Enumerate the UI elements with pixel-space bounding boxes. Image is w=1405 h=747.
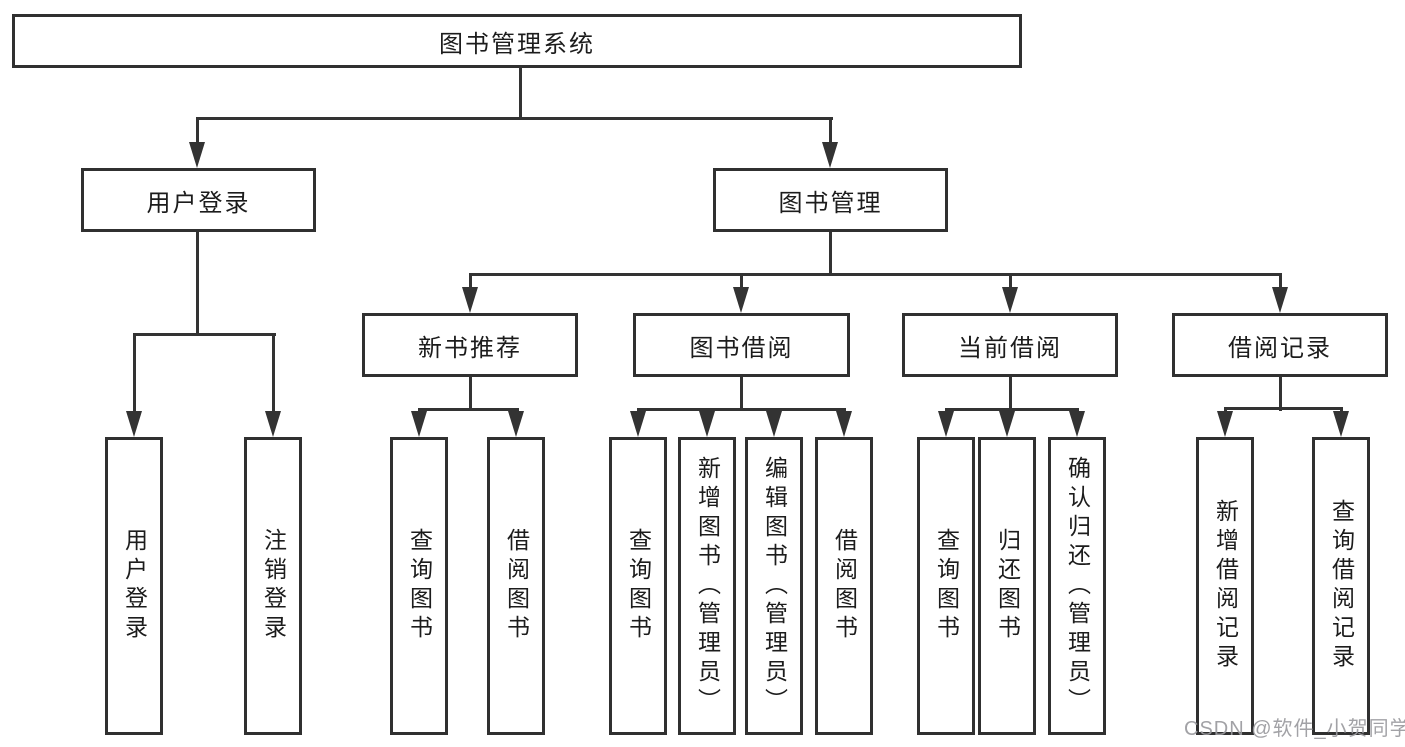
leaf-label: 查询图书 — [625, 528, 652, 644]
node-label: 新书推荐 — [418, 334, 522, 362]
connector-vline — [1009, 273, 1012, 291]
connector-vline — [519, 67, 522, 120]
arrow-down-icon — [411, 411, 427, 437]
arrow-down-icon — [189, 142, 205, 168]
node-book-borrowing: 图书借阅 — [633, 313, 850, 377]
leaf-add-borrow-record: 新增借阅记录 — [1196, 437, 1254, 735]
connector-vline — [196, 232, 199, 336]
leaf-borrow-books-borrowing: 借阅图书 — [815, 437, 873, 735]
connector-hline — [469, 273, 1282, 276]
connector-vline — [469, 377, 472, 411]
connector-vline — [1009, 377, 1012, 411]
leaf-query-books-borrowing: 查询图书 — [609, 437, 667, 735]
node-root-library-management-system: 图书管理系统 — [12, 14, 1022, 68]
connector-hline — [1224, 407, 1343, 410]
leaf-user-login: 用户登录 — [105, 437, 163, 735]
arrow-down-icon — [836, 411, 852, 437]
connector-hline — [945, 408, 1079, 411]
arrow-down-icon — [999, 411, 1015, 437]
connector-vline — [1279, 273, 1282, 291]
node-book-management: 图书管理 — [713, 168, 948, 232]
node-label: 图书管理 — [778, 189, 883, 217]
leaf-query-books-recommend: 查询图书 — [390, 437, 448, 735]
node-label: 图书管理系统 — [439, 30, 595, 58]
arrow-down-icon — [630, 411, 646, 437]
connector-vline — [829, 232, 832, 276]
arrow-down-icon — [126, 411, 142, 437]
leaf-label: 用户登录 — [121, 528, 148, 644]
leaf-label: 查询图书 — [933, 528, 960, 644]
arrow-down-icon — [699, 411, 715, 437]
connector-vline — [469, 273, 472, 291]
node-borrowing-records: 借阅记录 — [1172, 313, 1388, 377]
arrow-down-icon — [265, 411, 281, 437]
connector-hline — [637, 408, 846, 411]
connector-vline — [829, 117, 832, 147]
connector-vline — [740, 377, 743, 411]
arrow-down-icon — [1069, 411, 1085, 437]
connector-hline — [133, 333, 276, 336]
connector-vline — [196, 117, 199, 147]
connector-hline — [418, 408, 519, 411]
leaf-edit-book-admin: 编辑图书（管理员） — [745, 437, 803, 735]
arrow-down-icon — [938, 411, 954, 437]
connector-vline — [1279, 377, 1282, 411]
node-label: 借阅记录 — [1228, 334, 1332, 362]
node-current-borrowing: 当前借阅 — [902, 313, 1118, 377]
arrow-down-icon — [822, 142, 838, 168]
arrow-down-icon — [733, 287, 749, 313]
arrow-down-icon — [462, 287, 478, 313]
leaf-label: 借阅图书 — [503, 528, 530, 644]
node-label: 用户登录 — [146, 189, 251, 217]
leaf-query-borrow-record: 查询借阅记录 — [1312, 437, 1370, 735]
node-label: 图书借阅 — [689, 334, 794, 362]
arrow-down-icon — [1333, 411, 1349, 437]
arrow-down-icon — [508, 411, 524, 437]
leaf-label: 归还图书 — [994, 528, 1021, 644]
node-user-login: 用户登录 — [81, 168, 316, 232]
connector-vline — [133, 333, 136, 415]
leaf-query-books-current: 查询图书 — [917, 437, 975, 735]
connector-vline — [740, 273, 743, 291]
node-label: 当前借阅 — [958, 334, 1062, 362]
node-new-book-recommendation: 新书推荐 — [362, 313, 578, 377]
connector-vline — [272, 333, 275, 415]
connector-hline — [196, 117, 833, 120]
arrow-down-icon — [1217, 411, 1233, 437]
leaf-borrow-books-recommend: 借阅图书 — [487, 437, 545, 735]
leaf-confirm-return-admin: 确认归还（管理员） — [1048, 437, 1106, 735]
leaf-return-book: 归还图书 — [978, 437, 1036, 735]
leaf-add-book-admin: 新增图书（管理员） — [678, 437, 736, 735]
leaf-label: 确认归还（管理员） — [1064, 455, 1091, 717]
arrow-down-icon — [1272, 287, 1288, 313]
leaf-label: 借阅图书 — [831, 528, 858, 644]
leaf-label: 查询借阅记录 — [1328, 499, 1355, 673]
leaf-label: 查询图书 — [406, 528, 433, 644]
leaf-label: 编辑图书（管理员） — [761, 455, 788, 717]
arrow-down-icon — [1002, 287, 1018, 313]
watermark-csdn: CSDN @软件_小贺同学 — [1184, 718, 1405, 740]
leaf-label: 新增借阅记录 — [1212, 499, 1239, 673]
leaf-label: 注销登录 — [260, 528, 287, 644]
arrow-down-icon — [766, 411, 782, 437]
leaf-logout: 注销登录 — [244, 437, 302, 735]
leaf-label: 新增图书（管理员） — [694, 455, 721, 717]
